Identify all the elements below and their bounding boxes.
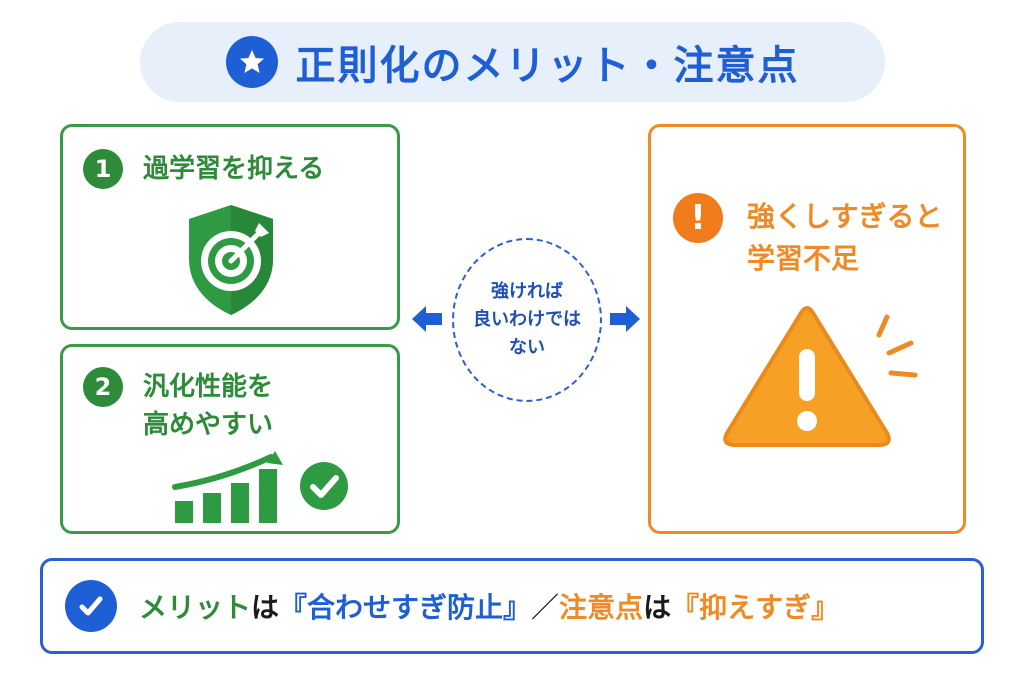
summary-particle-2: は (643, 591, 672, 624)
right-arrow-icon (608, 306, 640, 336)
number-badge-1: 1 (83, 149, 123, 189)
summary-merit-value: 『合わせすぎ防止』 (279, 591, 532, 624)
page-title: 正則化のメリット・注意点 (295, 43, 800, 89)
card2-title-line1: 汎化性能を (143, 372, 274, 402)
summary-caution-label: 注意点 (559, 591, 644, 624)
check-circle-icon (65, 580, 117, 632)
summary-bar: メリットは『合わせすぎ防止』／注意点は『抑えすぎ』 (40, 558, 984, 654)
caution-card: ! 強くしすぎると 学習不足 (648, 124, 966, 534)
merit-card-overfitting: 1 過学習を抑える (60, 124, 400, 330)
caution-title-line1: 強くしすぎると (747, 200, 943, 233)
growth-chart-icon (171, 451, 291, 529)
caution-title-line2: 学習不足 (747, 242, 860, 275)
center-note-line1: 強ければ (491, 281, 563, 302)
star-icon (225, 36, 278, 88)
card1-title: 過学習を抑える (143, 154, 325, 184)
summary-merit-label: メリット (139, 591, 252, 624)
summary-caution-value: 『抑えすぎ』 (671, 591, 840, 624)
left-arrow-icon (412, 306, 444, 336)
number-badge-2: 2 (83, 367, 123, 407)
summary-particle-1: は (251, 591, 280, 624)
center-note-line2: 良いわけでは (473, 309, 581, 330)
shield-target-icon (181, 201, 281, 323)
warning-triangle-icon (721, 301, 931, 453)
center-note-line3: ない (509, 337, 545, 358)
summary-text: メリットは『合わせすぎ防止』／注意点は『抑えすぎ』 (139, 586, 839, 626)
check-icon (299, 461, 349, 515)
merit-card-generalization: 2 汎化性能を 高めやすい (60, 344, 400, 534)
card2-title-line2: 高めやすい (143, 410, 274, 440)
exclamation-badge-icon: ! (673, 193, 723, 243)
center-note-bubble: 強ければ 良いわけでは ない (452, 238, 602, 402)
page-title-banner: 正則化のメリット・注意点 (140, 22, 885, 102)
summary-separator: ／ (531, 591, 560, 624)
